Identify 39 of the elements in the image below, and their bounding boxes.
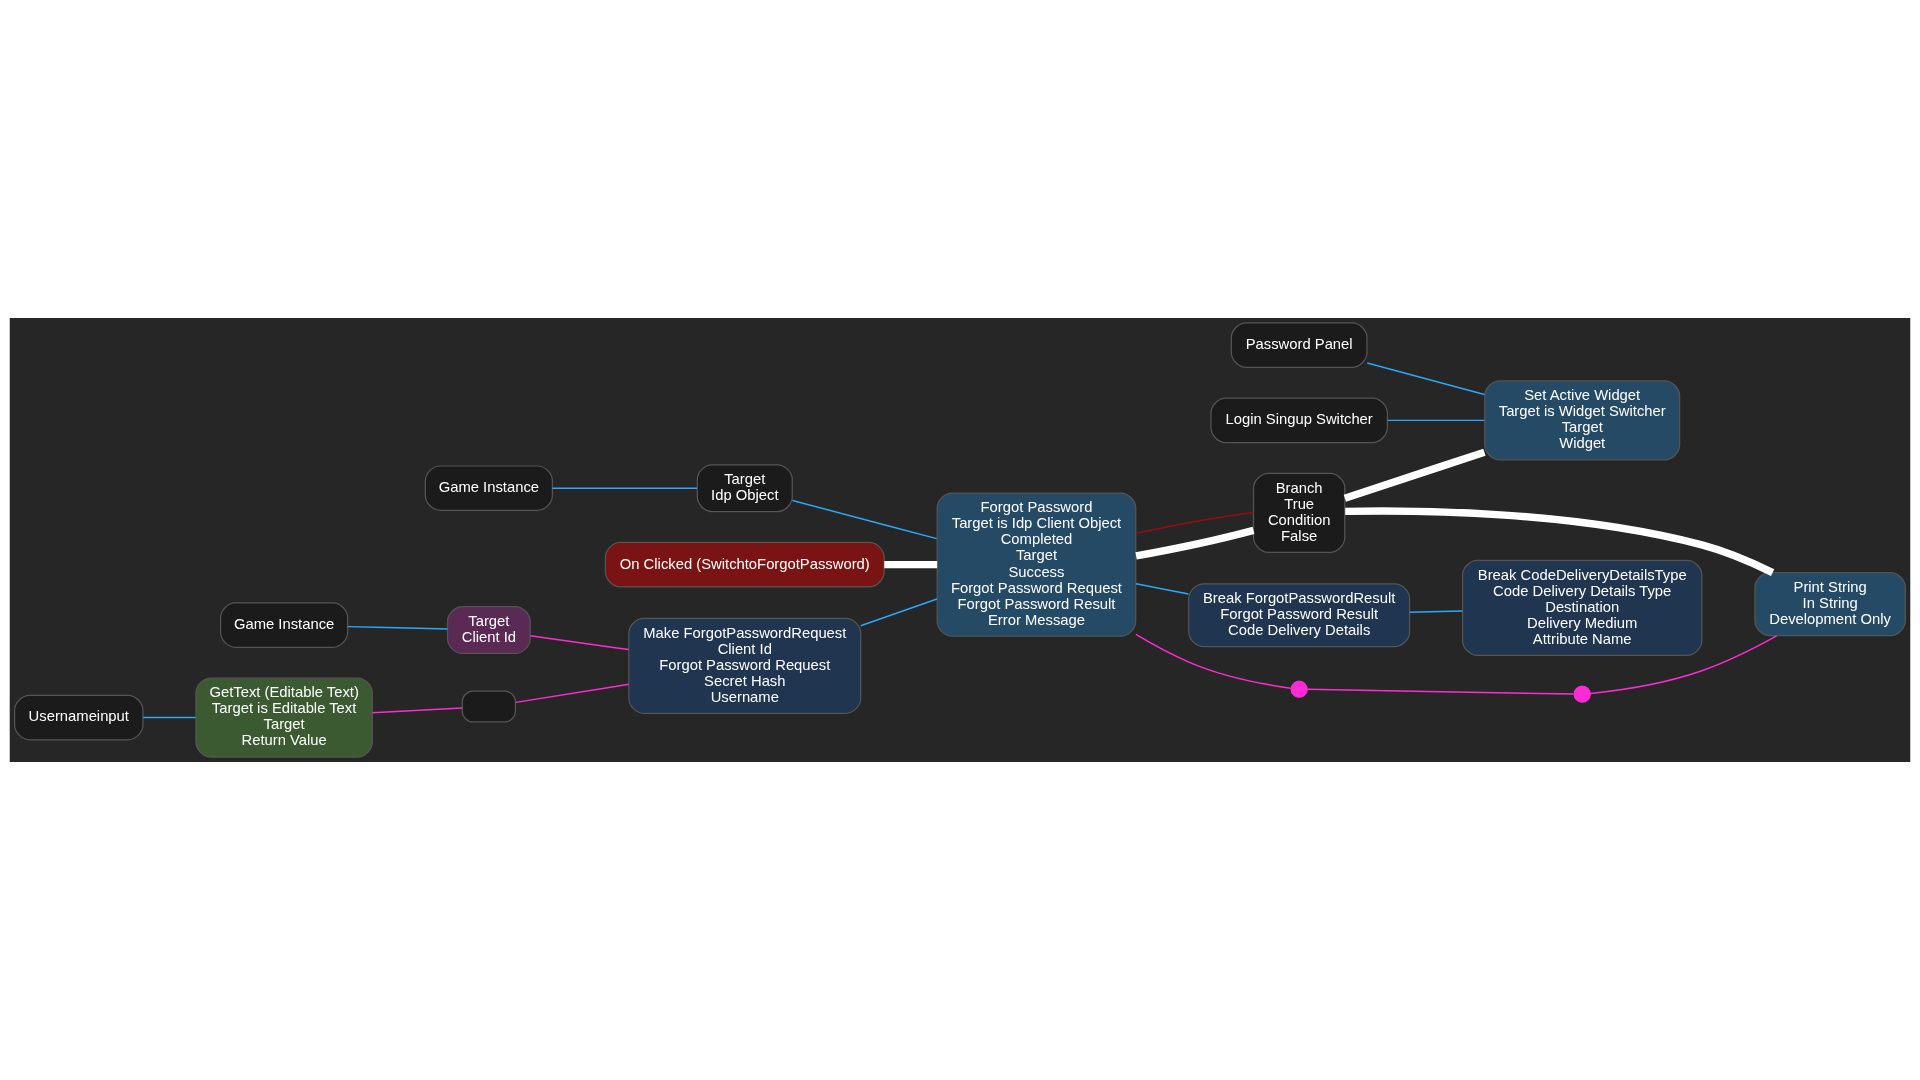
connector [1135,583,1190,595]
node-box: Usernameinput [14,694,144,741]
connector [515,683,630,704]
connector [1345,507,1775,576]
connector [884,560,938,569]
node-box: Game Instance [424,465,553,511]
node-box [461,690,516,723]
connector [1343,448,1486,502]
node-box: Login Singup Switcher [1210,397,1388,444]
node-box: GetText (Editable Text) Target is Editable Text Target Return Value [195,677,373,758]
node-circle [1573,685,1591,703]
connector [1366,362,1486,396]
node-box: Branch True Condition False [1252,472,1346,553]
node-box: Password Panel [1230,322,1368,368]
node-box: Target Client Id [446,606,531,655]
connector [1306,688,1575,695]
connector [529,634,630,651]
node-box: Target Idp Object [696,464,793,513]
node-box: Forgot Password Target is Idp Client Object Completed Target Success Forgot Password Request Forgot Password Result Error Message [936,492,1137,637]
node-box: Make ForgotPasswordRequest Client Id Forgot Password Request Secret Hash Username [628,617,862,714]
connector [1135,526,1255,560]
connector [860,598,938,627]
connector [791,499,938,540]
connector [1135,633,1292,689]
connector [1386,419,1486,422]
node-box: On Clicked (SwitchtoForgotPassword) [604,541,885,588]
connector [1135,511,1255,535]
node-box: Set Active Widget Target is Widget Switcher Target Widget [1484,380,1681,461]
node-circle [1290,680,1308,698]
node-box: Break ForgotPasswordResult Forgot Password Result Code Delivery Details [1188,583,1411,648]
connector [371,707,463,714]
connector [551,487,698,489]
node-box: Game Instance [220,602,349,648]
connector [1589,635,1778,695]
node-box: Break CodeDeliveryDetailsType Code Delivery Details Type Destination Delivery Medium Attribute Name [1461,559,1703,656]
node-box: Print String In String Development Only [1754,572,1906,637]
connector [346,625,449,630]
connector [1408,610,1463,614]
connector [142,716,197,719]
